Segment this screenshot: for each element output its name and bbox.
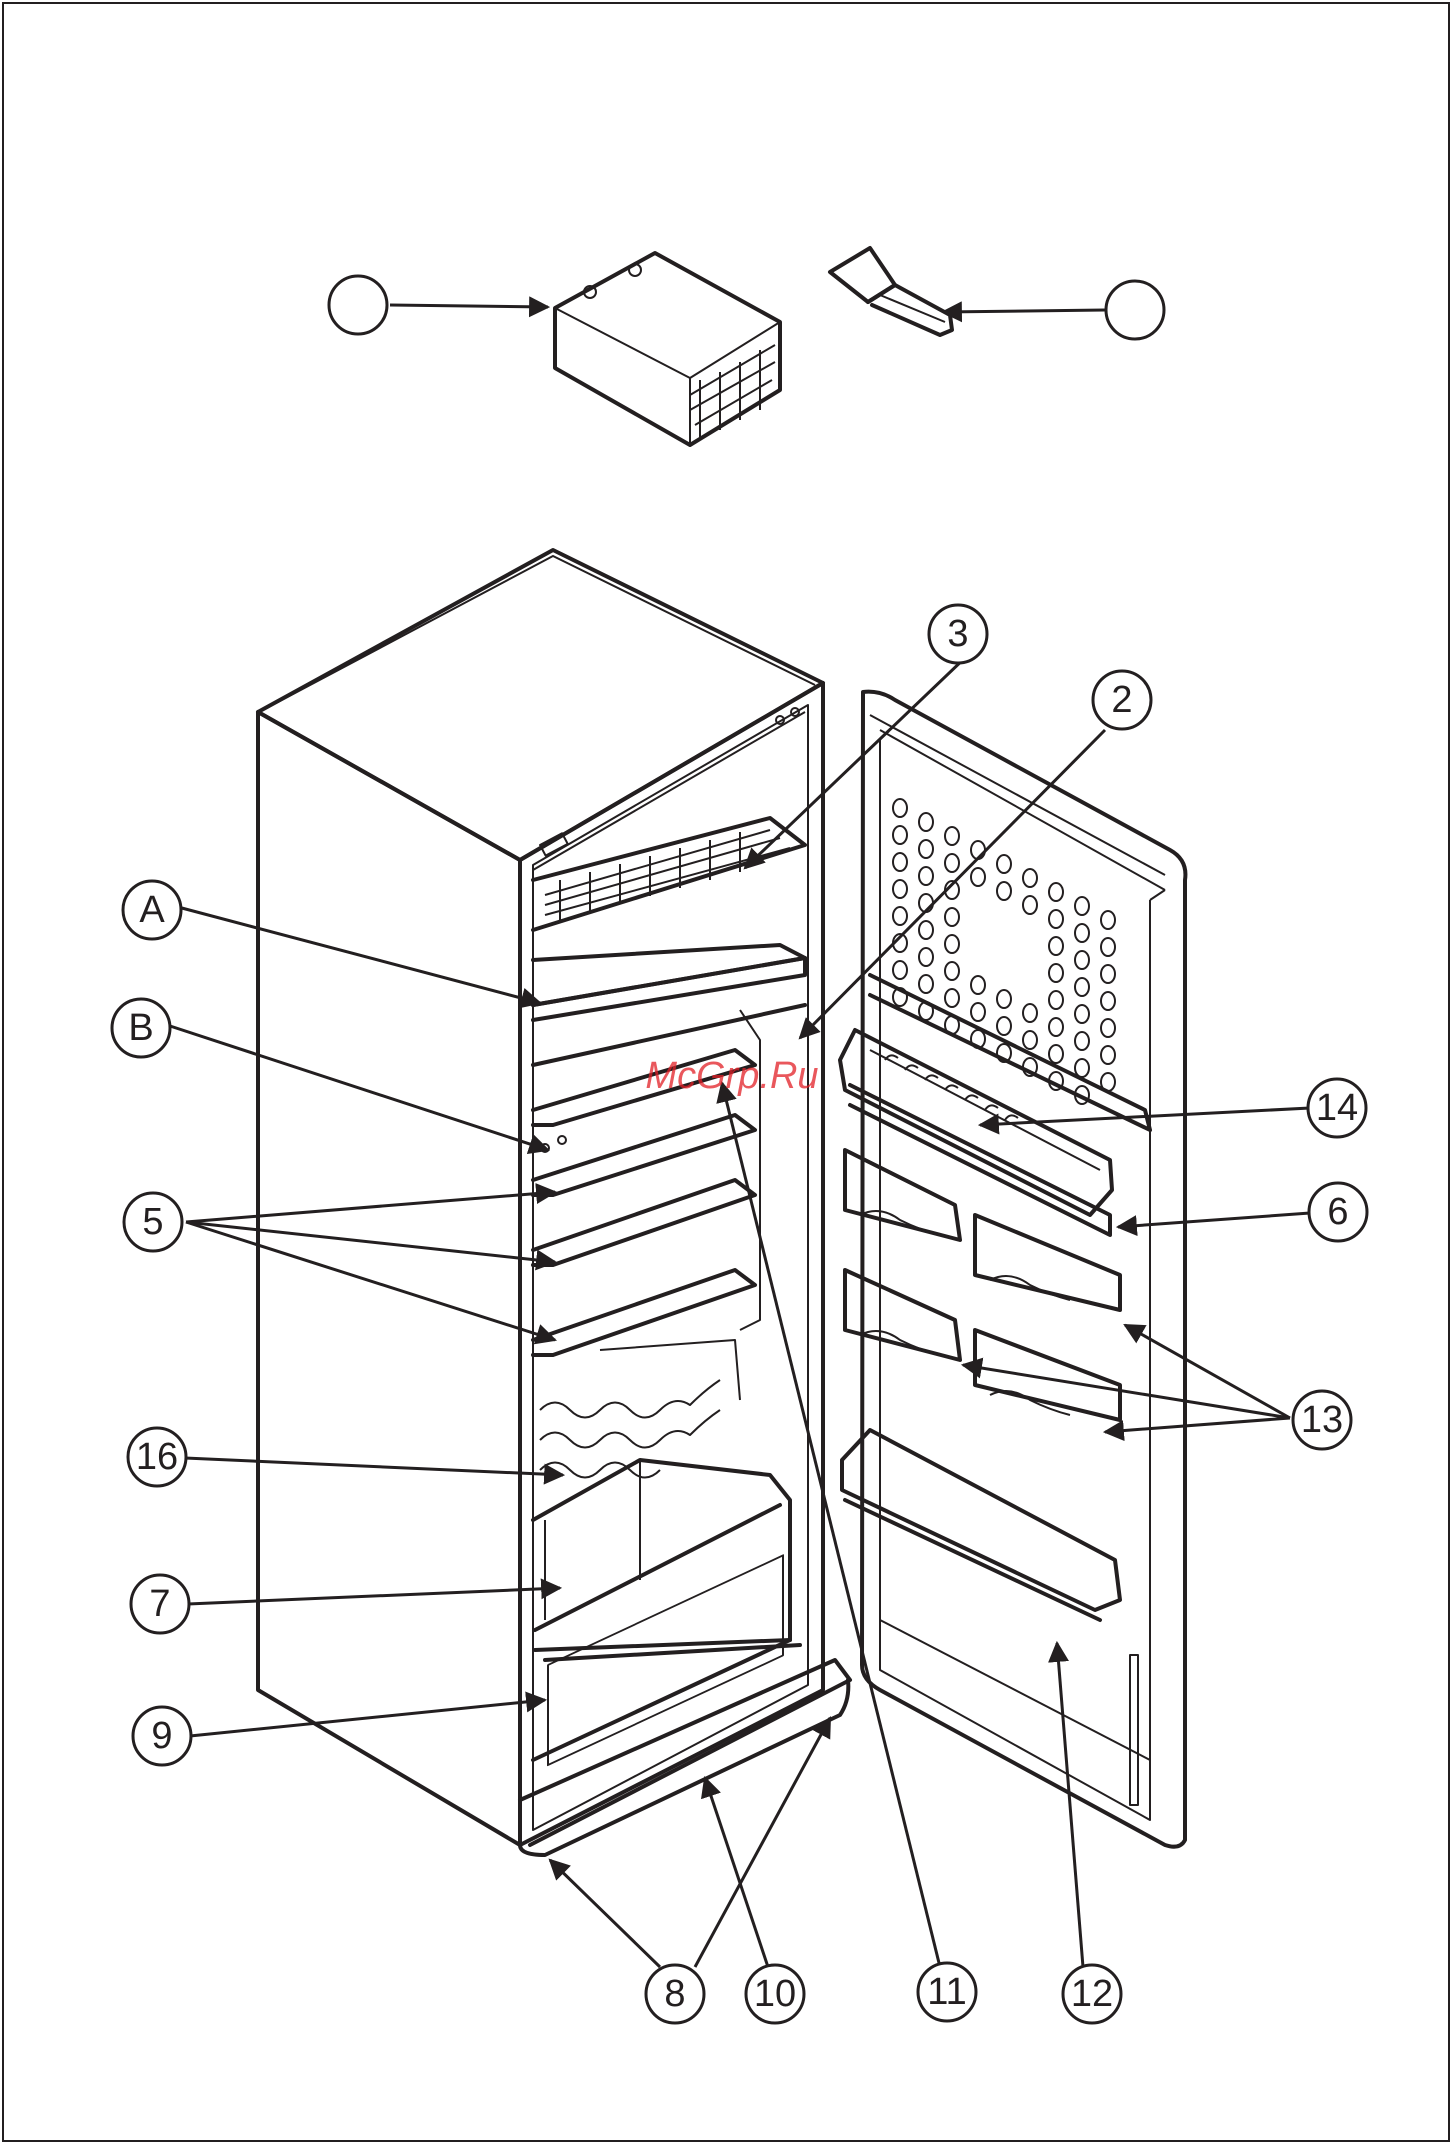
door-dimple bbox=[1101, 1019, 1115, 1037]
door-dimple bbox=[1023, 896, 1037, 914]
door-dimple bbox=[919, 813, 933, 831]
door-dimple bbox=[971, 1003, 985, 1021]
callout-B: B bbox=[112, 999, 170, 1057]
callout-12: 12 bbox=[1063, 1965, 1121, 2023]
svg-text:3: 3 bbox=[947, 613, 968, 655]
door-dimple bbox=[1049, 1018, 1063, 1036]
door-dimple bbox=[1049, 937, 1063, 955]
refrigerator-door bbox=[840, 692, 1185, 1847]
door-dimple bbox=[1101, 1046, 1115, 1064]
door-dimple bbox=[919, 921, 933, 939]
svg-text:B: B bbox=[128, 1007, 153, 1049]
door-dimple bbox=[945, 854, 959, 872]
door-dimple bbox=[945, 827, 959, 845]
callout-2: 2 bbox=[1093, 671, 1151, 729]
door-dimple bbox=[1049, 910, 1063, 928]
callout-A: A bbox=[123, 881, 181, 939]
callout-16: 16 bbox=[128, 1428, 186, 1486]
callout-8: 8 bbox=[646, 1965, 704, 2023]
svg-text:10: 10 bbox=[754, 1973, 796, 2015]
callout-14: 14 bbox=[1308, 1079, 1366, 1137]
callout-11: 11 bbox=[918, 1963, 976, 2021]
door-dimple bbox=[945, 935, 959, 953]
door-dimple bbox=[1023, 1031, 1037, 1049]
callout-blank-left bbox=[329, 276, 387, 334]
svg-text:6: 6 bbox=[1327, 1191, 1348, 1233]
door-dimple bbox=[893, 880, 907, 898]
door-dimple bbox=[1101, 965, 1115, 983]
svg-text:13: 13 bbox=[1301, 1399, 1343, 1441]
svg-text:A: A bbox=[139, 889, 165, 931]
door-dimple bbox=[945, 989, 959, 1007]
ice-box-accessory bbox=[555, 253, 780, 445]
callout-blank-right bbox=[1106, 281, 1164, 339]
door-dimple bbox=[997, 855, 1011, 873]
svg-text:14: 14 bbox=[1316, 1087, 1358, 1129]
door-dimple bbox=[971, 976, 985, 994]
door-dimple bbox=[945, 908, 959, 926]
door-dimple bbox=[1075, 924, 1089, 942]
door-dimple bbox=[997, 1017, 1011, 1035]
callout-13: 13 bbox=[1293, 1391, 1351, 1449]
crisper-drawer bbox=[533, 1460, 800, 1765]
door-dimple bbox=[997, 882, 1011, 900]
callout-7: 7 bbox=[131, 1575, 189, 1633]
svg-text:5: 5 bbox=[142, 1201, 163, 1243]
door-dimple bbox=[919, 867, 933, 885]
svg-text:8: 8 bbox=[664, 1973, 685, 2015]
door-dimple bbox=[1075, 1059, 1089, 1077]
refrigerator-cabinet bbox=[258, 550, 850, 1855]
door-dimple bbox=[919, 840, 933, 858]
door-dimple bbox=[893, 799, 907, 817]
callout-10: 10 bbox=[746, 1965, 804, 2023]
watermark-text: McGrp.Ru bbox=[645, 1055, 818, 1097]
callout-6: 6 bbox=[1309, 1183, 1367, 1241]
door-dimple bbox=[1075, 951, 1089, 969]
door-dimple bbox=[893, 826, 907, 844]
door-dimple bbox=[1049, 991, 1063, 1009]
door-dimple bbox=[1075, 978, 1089, 996]
callout-5: 5 bbox=[124, 1193, 182, 1251]
svg-text:9: 9 bbox=[151, 1715, 172, 1757]
door-dimple bbox=[1101, 938, 1115, 956]
door-dimple bbox=[893, 907, 907, 925]
bottle-rack bbox=[540, 1340, 740, 1478]
door-dimple bbox=[971, 868, 985, 886]
door-dimple bbox=[1049, 964, 1063, 982]
svg-text:12: 12 bbox=[1071, 1973, 1113, 2015]
callout-9: 9 bbox=[133, 1707, 191, 1765]
svg-text:7: 7 bbox=[149, 1583, 170, 1625]
svg-text:16: 16 bbox=[136, 1436, 178, 1478]
ice-scraper-accessory bbox=[830, 248, 952, 335]
door-dimple bbox=[919, 948, 933, 966]
door-dimple bbox=[1049, 883, 1063, 901]
callout-3: 3 bbox=[929, 605, 987, 663]
door-dimple bbox=[945, 962, 959, 980]
door-dimple bbox=[997, 990, 1011, 1008]
door-dimple bbox=[1075, 897, 1089, 915]
door-dimple bbox=[1101, 992, 1115, 1010]
door-dimple bbox=[1023, 1004, 1037, 1022]
door-dimple bbox=[893, 853, 907, 871]
door-dimple bbox=[1049, 1045, 1063, 1063]
door-dimple bbox=[1075, 1005, 1089, 1023]
door-dimple bbox=[1075, 1032, 1089, 1050]
door-dimple bbox=[893, 961, 907, 979]
svg-text:11: 11 bbox=[927, 1971, 966, 2013]
door-dimple bbox=[1101, 911, 1115, 929]
door-dimple bbox=[919, 975, 933, 993]
svg-text:2: 2 bbox=[1111, 679, 1132, 721]
door-dimple bbox=[1023, 869, 1037, 887]
